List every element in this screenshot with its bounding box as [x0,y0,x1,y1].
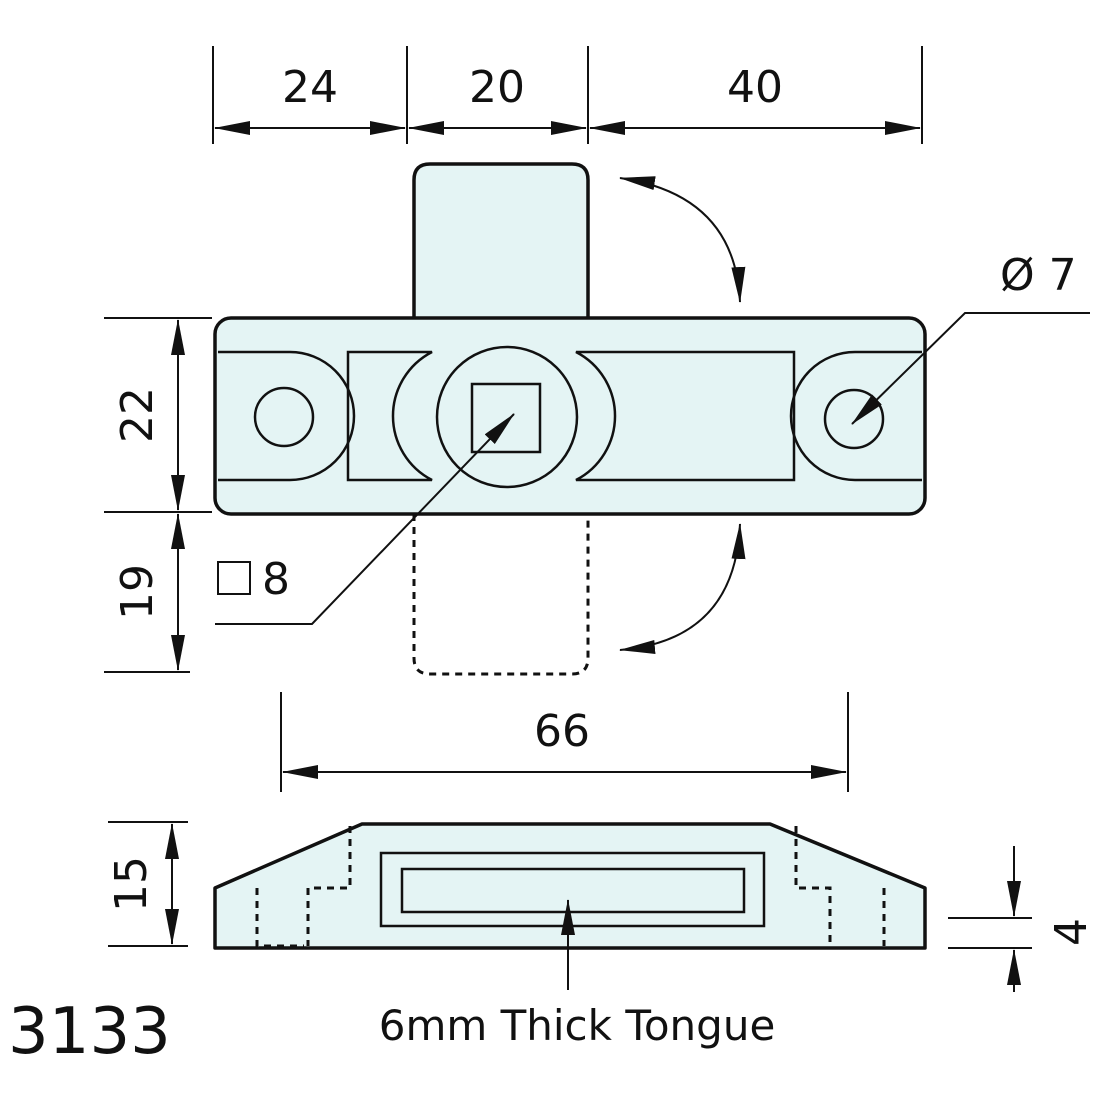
side-view [213,822,927,950]
hole-leader-line [851,312,1090,425]
right-screw-hole [823,388,885,450]
tongue-up [412,162,590,318]
central-boss [435,345,579,489]
square-size-label: 8 [262,554,290,605]
tongue-caption: 6mm Thick Tongue [379,1001,776,1050]
right-slot-block [575,350,796,482]
top-view [213,162,927,676]
dim-text-19: 19 [112,564,163,620]
dim-text-20: 20 [469,62,525,113]
side-dimensions: 15 4 [106,821,1097,992]
dim-text-15: 15 [106,856,157,912]
square-leader-line [215,413,515,625]
left-dimensions: 22 19 [104,317,212,673]
dim-text-40: 40 [727,62,783,113]
square-symbol [217,561,251,595]
dim-text-4: 4 [1046,918,1097,946]
left-lug-outline [218,350,356,482]
dim-text-24: 24 [282,62,338,113]
side-hidden-right [794,826,886,946]
right-lug-outline [789,350,922,482]
tongue-down-dashed [412,514,590,676]
left-screw-hole [253,386,315,448]
side-profile [213,822,927,950]
top-dimensions: 24 20 40 [212,46,923,144]
rotation-arrow-lower [619,523,746,654]
hole-diameter-label: Ø 7 [1000,250,1077,301]
left-slot-block [346,350,433,482]
side-hidden-left [255,826,352,948]
length-dimension: 66 [280,692,849,792]
part-number: 3133 [8,995,171,1069]
rotation-arrow-upper [619,176,746,303]
square-drive [470,382,542,454]
rotation-arrows [619,176,746,654]
dim-text-22: 22 [112,387,163,443]
catch-body [213,316,927,516]
dim-text-66: 66 [534,706,590,757]
callouts: Ø 7 8 [215,250,1090,625]
